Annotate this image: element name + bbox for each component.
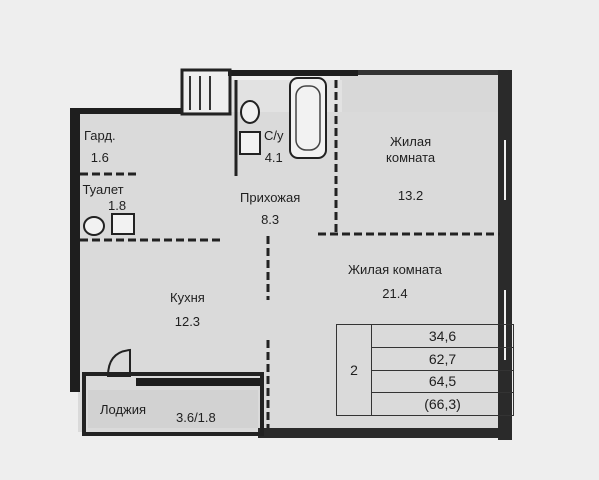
area-table: 2 34,6 62,7 64,5 (66,3) [336,324,514,416]
wall-west [70,108,80,392]
room-label-loggia: Лоджия [100,402,146,418]
room-name: Туалет [82,182,124,197]
room-area: 1.8 [108,198,127,213]
door-swing-icon [106,348,131,377]
wall-shaft [180,68,232,116]
room-area: 4.1 [264,150,283,165]
room-name: С/у [264,128,284,143]
wall-north-right [358,70,508,75]
area-table-cell: 64,5 [371,369,514,394]
room-name: Кухня [170,290,205,305]
bathtub-inner-icon [295,85,321,151]
bath-toilet-icon [240,100,260,124]
room-label-hall: Прихожая 8.3 [240,190,300,228]
room-area: 1.6 [90,150,109,165]
area-table-index: 2 [336,324,372,416]
wall-loggia-rail [136,378,260,386]
room-area-loggia: 3.6/1.8 [176,410,216,425]
room-area: 13.2 [397,188,424,203]
room-label-kitchen: Кухня 12.3 [170,290,205,330]
room-label-bath: С/у 4.1 [264,128,284,166]
bath-sink-icon [239,131,261,155]
room-name: Лоджия [100,402,147,417]
room-name: Жилая комната [386,134,436,165]
area-table-cell: (66,3) [371,392,514,416]
room-area: 21.4 [382,286,408,301]
room-label-living-large: Жилая комната 21.4 [348,262,442,302]
room-area: 12.3 [174,314,201,329]
room-label-gard: Гард. 1.6 [84,128,116,166]
bathtub-icon [289,77,327,159]
area-table-cell: 34,6 [371,324,514,348]
wall-loggia [82,372,264,436]
room-name: Жилая комната [348,262,442,277]
room-label-toilet: Туалет 1.8 [80,182,126,214]
wc-toilet-icon [83,216,105,236]
wall-north-small [228,70,358,76]
wall-north-left [70,108,182,114]
wc-sink-icon [111,213,135,235]
room-area: 8.3 [261,212,280,227]
room-name: Гард. [84,128,116,143]
wall-south [258,428,512,438]
room-name: Прихожая [240,190,301,205]
floor-loggia [88,390,258,428]
room-label-living-small: Жилая комната 13.2 [386,118,435,220]
area-table-cell: 62,7 [371,346,514,371]
